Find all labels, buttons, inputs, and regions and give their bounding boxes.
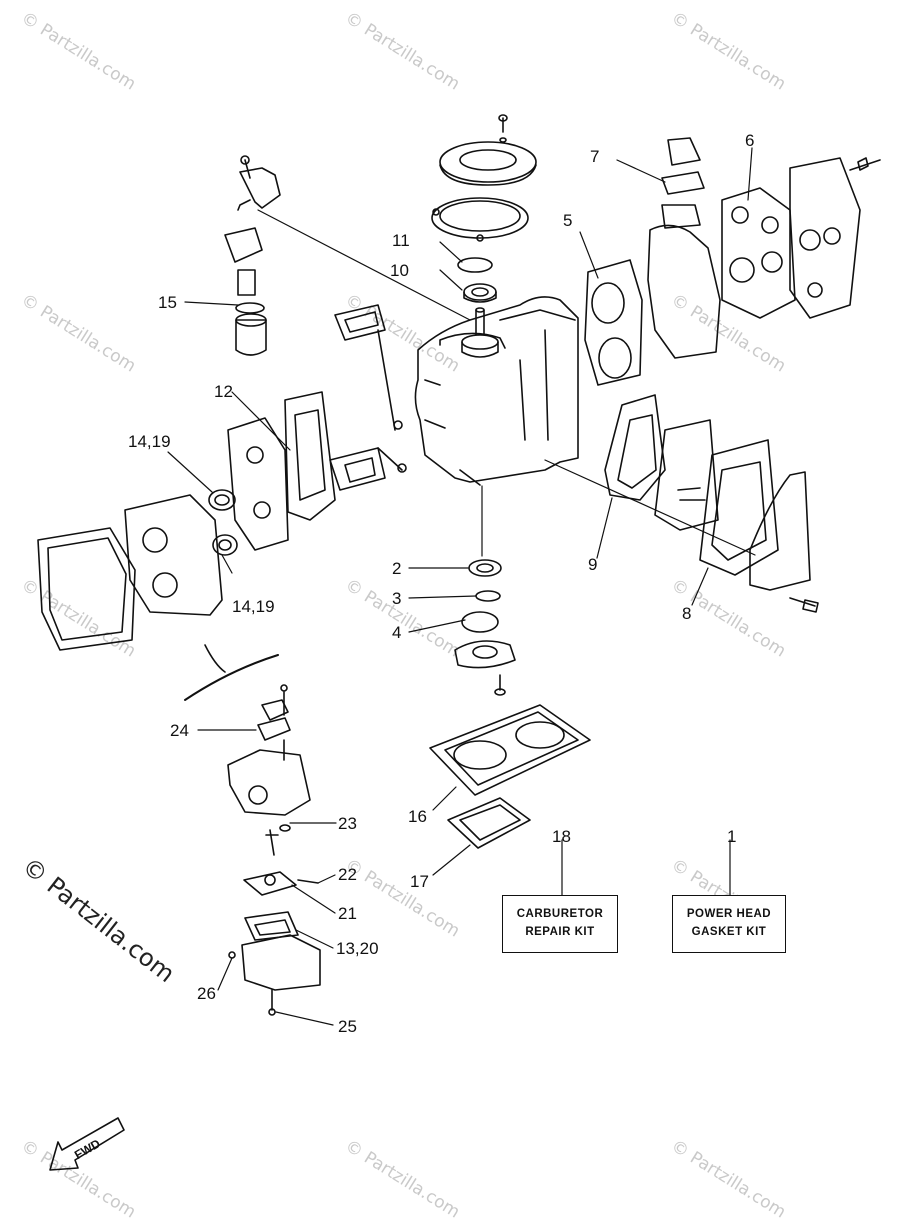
callout-18: 18: [552, 827, 571, 846]
callout-17: 17: [410, 872, 429, 891]
cylinder-block: [414, 296, 579, 486]
callout-11: 11: [392, 231, 410, 250]
callout-2: 2: [392, 559, 402, 578]
callout-9: 9: [588, 555, 598, 574]
callout-24: 24: [170, 721, 189, 740]
leader-lines: [167, 147, 756, 1026]
gasket-16: [429, 704, 591, 796]
callout-22: 22: [338, 865, 357, 884]
head-cover-gasket-6: [721, 187, 796, 319]
callout-7: 7: [590, 147, 600, 166]
forward-arrow-icon: [49, 1117, 125, 1171]
callout-1: 1: [727, 827, 737, 846]
carburetor-exploded: [184, 644, 321, 1016]
callout-23: 23: [338, 814, 357, 833]
callout-8: 8: [682, 604, 692, 623]
powerhead-kit-line-2: GASKET KIT: [691, 926, 767, 938]
reed-valves: [329, 304, 407, 491]
callout-3: 3: [392, 589, 402, 608]
carburetor-kit-line-2: REPAIR KIT: [525, 926, 595, 938]
top-cover: [431, 114, 537, 242]
cylinder-head: [647, 137, 721, 359]
exhaust-gasket-8: [699, 439, 779, 576]
power-head-gasket-kit-label: POWER HEAD GASKET KIT: [672, 895, 786, 953]
thermostat-cover-gasket-7: [661, 171, 705, 195]
oil-seal-10: [463, 283, 497, 303]
exhaust-gasket-9: [604, 394, 666, 501]
callout-5: 5: [563, 211, 573, 230]
callout-14-19-b: 14,19: [232, 597, 275, 616]
callout-16: 16: [408, 807, 427, 826]
callout-10: 10: [390, 261, 409, 280]
callout-6: 6: [745, 131, 755, 150]
powerhead-kit-line-1: POWER HEAD: [686, 908, 772, 921]
callout-13-20: 13,20: [336, 939, 379, 958]
plug-14-19-b: [212, 534, 238, 556]
exhaust-cover: [654, 419, 719, 531]
head-cover: [789, 157, 881, 319]
callout-25: 25: [338, 1017, 357, 1036]
callout-26: 26: [197, 984, 216, 1003]
intake-manifold: [227, 417, 289, 551]
bottom-seal-stack: [454, 559, 516, 696]
intake-gasket-12: [284, 391, 336, 521]
callout-14-19-a: 14,19: [128, 432, 171, 451]
carburetor-kit-line-1: CARBURETOR: [516, 908, 604, 921]
callout-21: 21: [338, 904, 357, 923]
head-gasket-5: [584, 259, 643, 386]
fuel-pump-parts: [224, 155, 281, 356]
callout-12: 12: [214, 382, 233, 401]
carburetor-body: [124, 494, 223, 616]
gasket-17: [447, 797, 531, 849]
callout-4: 4: [392, 623, 402, 642]
carburetor-repair-kit-label: CARBURETOR REPAIR KIT: [502, 895, 618, 953]
callout-15: 15: [158, 293, 177, 312]
silencer: [37, 527, 136, 651]
crankshaft-top: [461, 307, 499, 358]
exhaust-outer-cover: [749, 471, 819, 613]
o-ring-11: [457, 257, 493, 273]
plug-14-19-a: [208, 489, 236, 511]
